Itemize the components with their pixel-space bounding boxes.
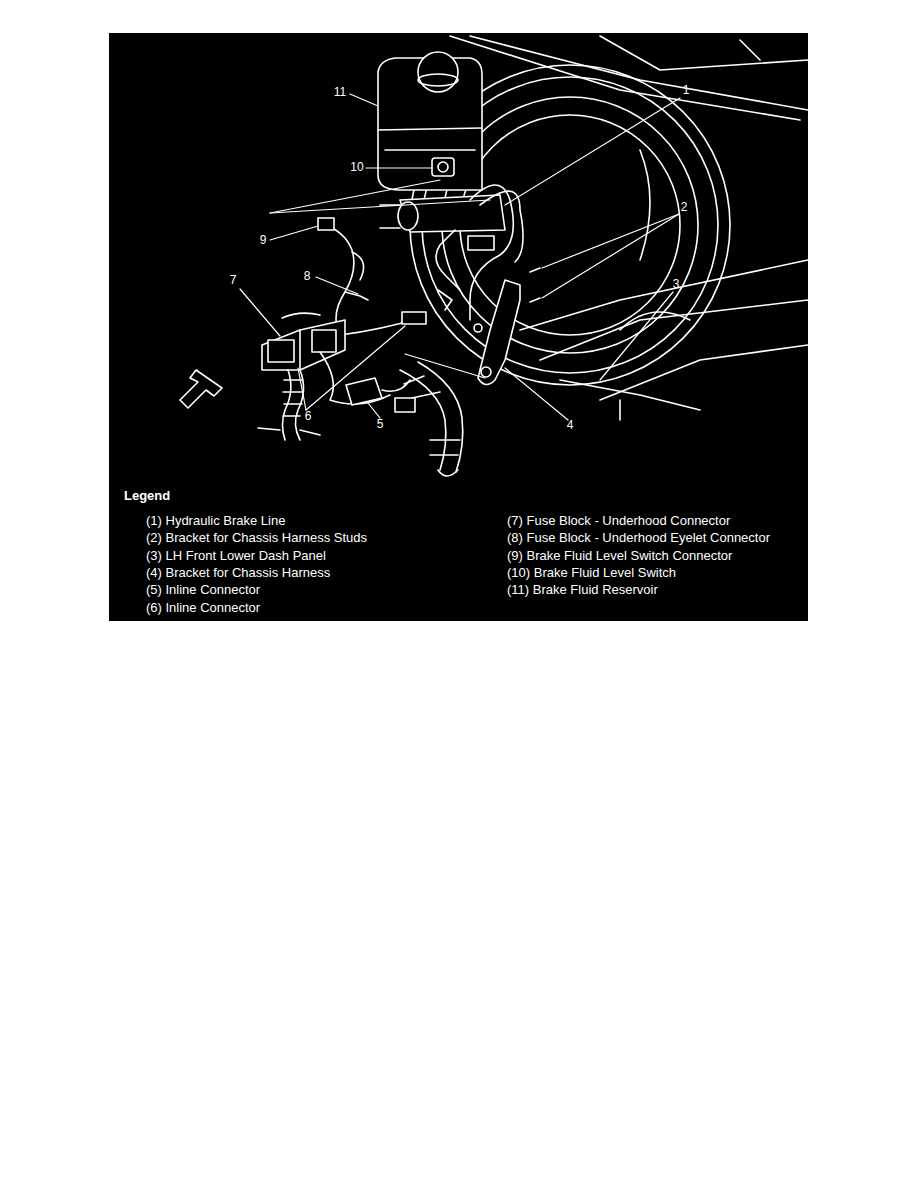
callout-number: 3 [673, 278, 680, 291]
legend-entry: (3) LH Front Lower Dash Panel [146, 549, 326, 563]
callout-number: 2 [681, 201, 688, 214]
callout-number: 11 [334, 86, 346, 99]
callout-number: 10 [350, 161, 363, 174]
panel-ground [109, 33, 808, 621]
legend-entry: (9) Brake Fluid Level Switch Connector [507, 549, 732, 563]
legend-entry: (2) Bracket for Chassis Harness Studs [146, 531, 367, 545]
legend-entry: (5) Inline Connector [146, 583, 260, 597]
callout-number: 8 [304, 270, 311, 283]
callout-number: 7 [230, 274, 237, 287]
legend-entry: (7) Fuse Block - Underhood Connector [507, 514, 730, 528]
callout-number: 9 [260, 234, 267, 247]
callout-number: 5 [377, 418, 384, 431]
legend-entry: (6) Inline Connector [146, 601, 260, 615]
callout-number: 6 [305, 410, 312, 423]
legend-title: Legend [124, 489, 170, 503]
legend-entry: (10) Brake Fluid Level Switch [507, 566, 676, 580]
legend-entry: (8) Fuse Block - Underhood Eyelet Connec… [507, 531, 770, 545]
legend-entry: (1) Hydraulic Brake Line [146, 514, 285, 528]
callout-number: 4 [567, 419, 574, 432]
legend-entry: (4) Bracket for Chassis Harness [146, 566, 330, 580]
callout-number: 1 [683, 84, 690, 97]
legend-entry: (11) Brake Fluid Reservoir [507, 583, 658, 597]
